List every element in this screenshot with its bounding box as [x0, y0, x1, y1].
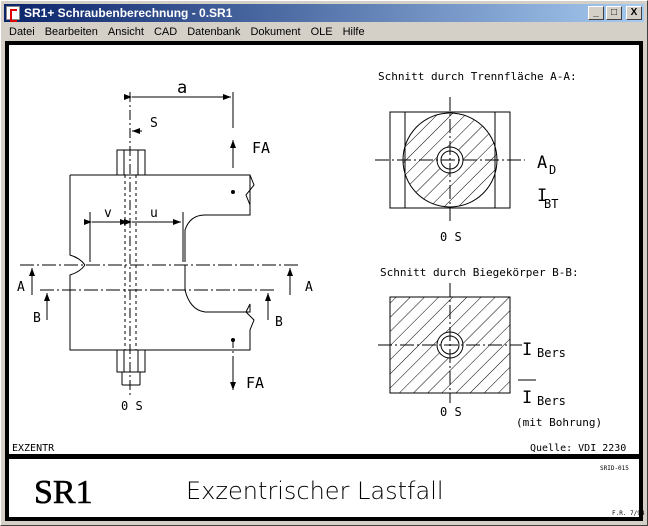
os-aa: 0 S: [440, 230, 462, 244]
title-bar[interactable]: SR1+ Schraubenberechnung - 0.SR1 _ □ X: [4, 4, 644, 22]
force-bottom-label: FA: [246, 374, 264, 392]
sheet-id: SRID-015: [600, 465, 629, 472]
ibt-sub: BT: [544, 197, 558, 211]
menu-cad[interactable]: CAD: [153, 26, 178, 38]
revision: F.R. 7/94: [612, 510, 645, 517]
os-left: 0 S: [121, 399, 143, 413]
section-bb: [378, 283, 536, 403]
section-a-right: A: [305, 280, 313, 295]
menu-ansicht[interactable]: Ansicht: [107, 26, 144, 38]
menu-bar: Datei Bearbeiten Ansicht CAD Datenbank D…: [4, 23, 370, 41]
dim-u-label: u: [150, 206, 158, 221]
dim-v-label: v: [104, 206, 112, 221]
minimize-button[interactable]: _: [588, 6, 604, 20]
window-title: SR1+ Schraubenberechnung - 0.SR1: [24, 6, 233, 20]
section-a-left: A: [17, 280, 25, 295]
section-bb-title: Schnitt durch Biegekörper B-B:: [380, 266, 579, 279]
menu-ole[interactable]: OLE: [310, 26, 333, 38]
drawing-code: EXZENTR: [12, 443, 55, 454]
ibt-label: I: [537, 186, 547, 206]
ad-sub: D: [549, 163, 556, 177]
mit-bohrung: (mit Bohrung): [516, 416, 602, 429]
ibers2-label: I: [522, 388, 532, 408]
section-aa-title: Schnitt durch Trennfläche A-A:: [378, 70, 577, 83]
ibers-label: I: [522, 340, 532, 360]
joint-drawing: [20, 92, 300, 395]
menu-bearbeiten[interactable]: Bearbeiten: [44, 26, 98, 38]
menu-dokument[interactable]: Dokument: [250, 26, 301, 38]
ad-label: A: [537, 153, 547, 173]
app-icon[interactable]: [6, 6, 20, 22]
menu-datenbank[interactable]: Datenbank: [187, 26, 241, 38]
os-bb: 0 S: [440, 405, 462, 419]
section-b-right: B: [275, 315, 283, 330]
title-block: [9, 459, 639, 517]
menu-datei[interactable]: Datei: [9, 26, 35, 38]
force-top-label: FA: [252, 139, 270, 157]
drawing-area: [9, 45, 639, 454]
ibers2-sub: Bers: [537, 394, 566, 408]
menu-hilfe[interactable]: Hilfe: [342, 26, 365, 38]
sr1-logo: SR1: [34, 474, 93, 511]
ibers-sub: Bers: [537, 346, 566, 360]
maximize-button[interactable]: □: [606, 6, 622, 20]
section-aa: [375, 97, 525, 222]
section-b-left: B: [33, 311, 41, 326]
dim-a-label: a: [177, 78, 187, 98]
source-label: Quelle: VDI 2230: [530, 443, 626, 454]
title-block-title: Exzentrischer Lastfall: [186, 477, 444, 505]
dim-s-label: S: [150, 116, 158, 131]
close-button[interactable]: X: [626, 6, 642, 20]
